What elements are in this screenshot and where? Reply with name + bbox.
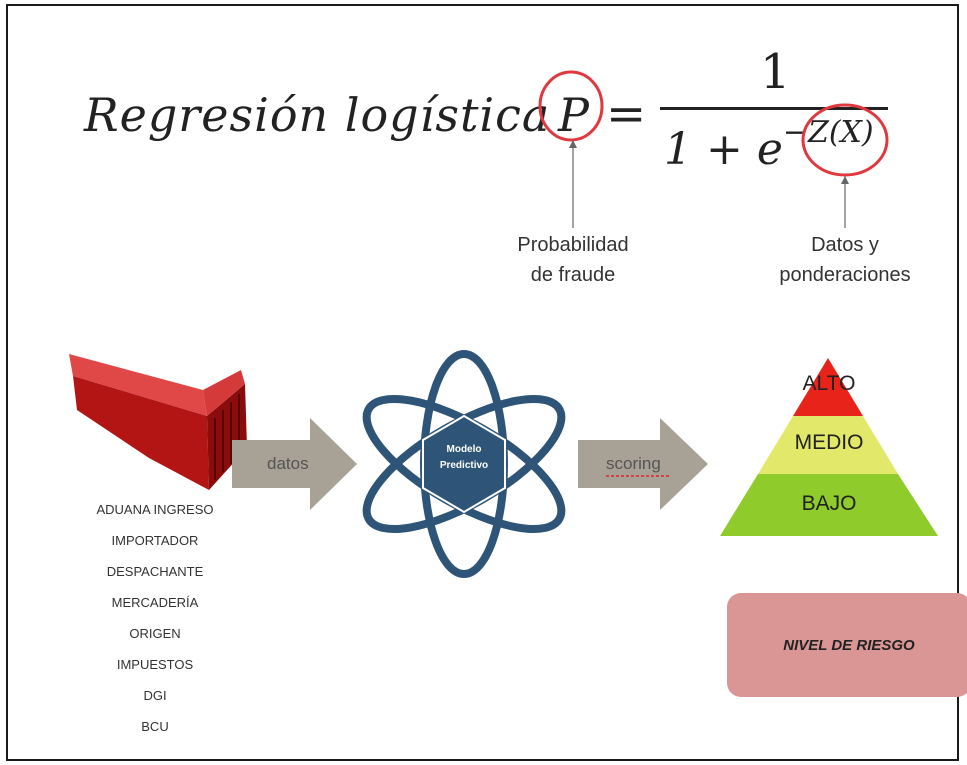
- list-item: BCU: [141, 719, 169, 734]
- datos-label: Datos y ponderaciones: [755, 230, 935, 290]
- pyramid-top: [793, 358, 863, 416]
- formula-title: Regresión logística: [84, 88, 551, 142]
- pyramid-bottom: [720, 474, 938, 536]
- formula-denominator: 1 + e−Z(X): [664, 115, 874, 175]
- prob-label-line2: de fraude: [530, 264, 616, 286]
- list-item: DESPACHANTE: [106, 564, 204, 579]
- atom-model-icon: [362, 350, 566, 578]
- datos-label-line2: ponderaciones: [779, 264, 911, 286]
- datos-label-line1: Datos y: [811, 234, 879, 256]
- list-item: IMPORTADOR: [111, 533, 199, 548]
- pyramid-label-alto: ALTO: [802, 372, 856, 395]
- formula-p: P: [558, 88, 589, 142]
- risk-pyramid: [720, 358, 938, 536]
- list-item: DGI: [143, 688, 167, 703]
- list-item: ADUANA INGRESO: [96, 502, 214, 517]
- denominator-base: 1 + e: [664, 124, 783, 175]
- container-icon: [69, 354, 247, 490]
- pyramid-middle: [758, 416, 898, 474]
- model-label: Modelo Predictivo: [422, 442, 506, 474]
- list-item: ORIGEN: [129, 626, 181, 641]
- scoring-arrow-label: scoring: [606, 454, 661, 473]
- model-hexagon: [422, 414, 506, 514]
- datos-arrow-label: datos: [267, 454, 309, 473]
- risk-level-label: NIVEL DE RIESGO: [783, 636, 915, 654]
- model-label-line1: Modelo: [446, 444, 482, 455]
- list-item: IMPUESTOS: [116, 657, 194, 672]
- list-item: MERCADERÍA: [111, 595, 199, 610]
- formula-equals: =: [606, 86, 647, 142]
- fraction-bar: [660, 107, 888, 110]
- risk-level-box: NIVEL DE RIESGO: [727, 593, 967, 697]
- pyramid-label-bajo: BAJO: [801, 492, 857, 515]
- prob-label-line1: Probabilidad: [517, 234, 629, 256]
- model-label-line2: Predictivo: [439, 460, 489, 471]
- prob-label: Probabilidad de fraude: [493, 230, 653, 290]
- pyramid-label-medio: MEDIO: [794, 431, 864, 454]
- exponent: −Z(X): [782, 115, 874, 150]
- formula-numerator: 1: [760, 44, 791, 100]
- input-variables-list: ADUANA INGRESO IMPORTADOR DESPACHANTE ME…: [80, 500, 230, 748]
